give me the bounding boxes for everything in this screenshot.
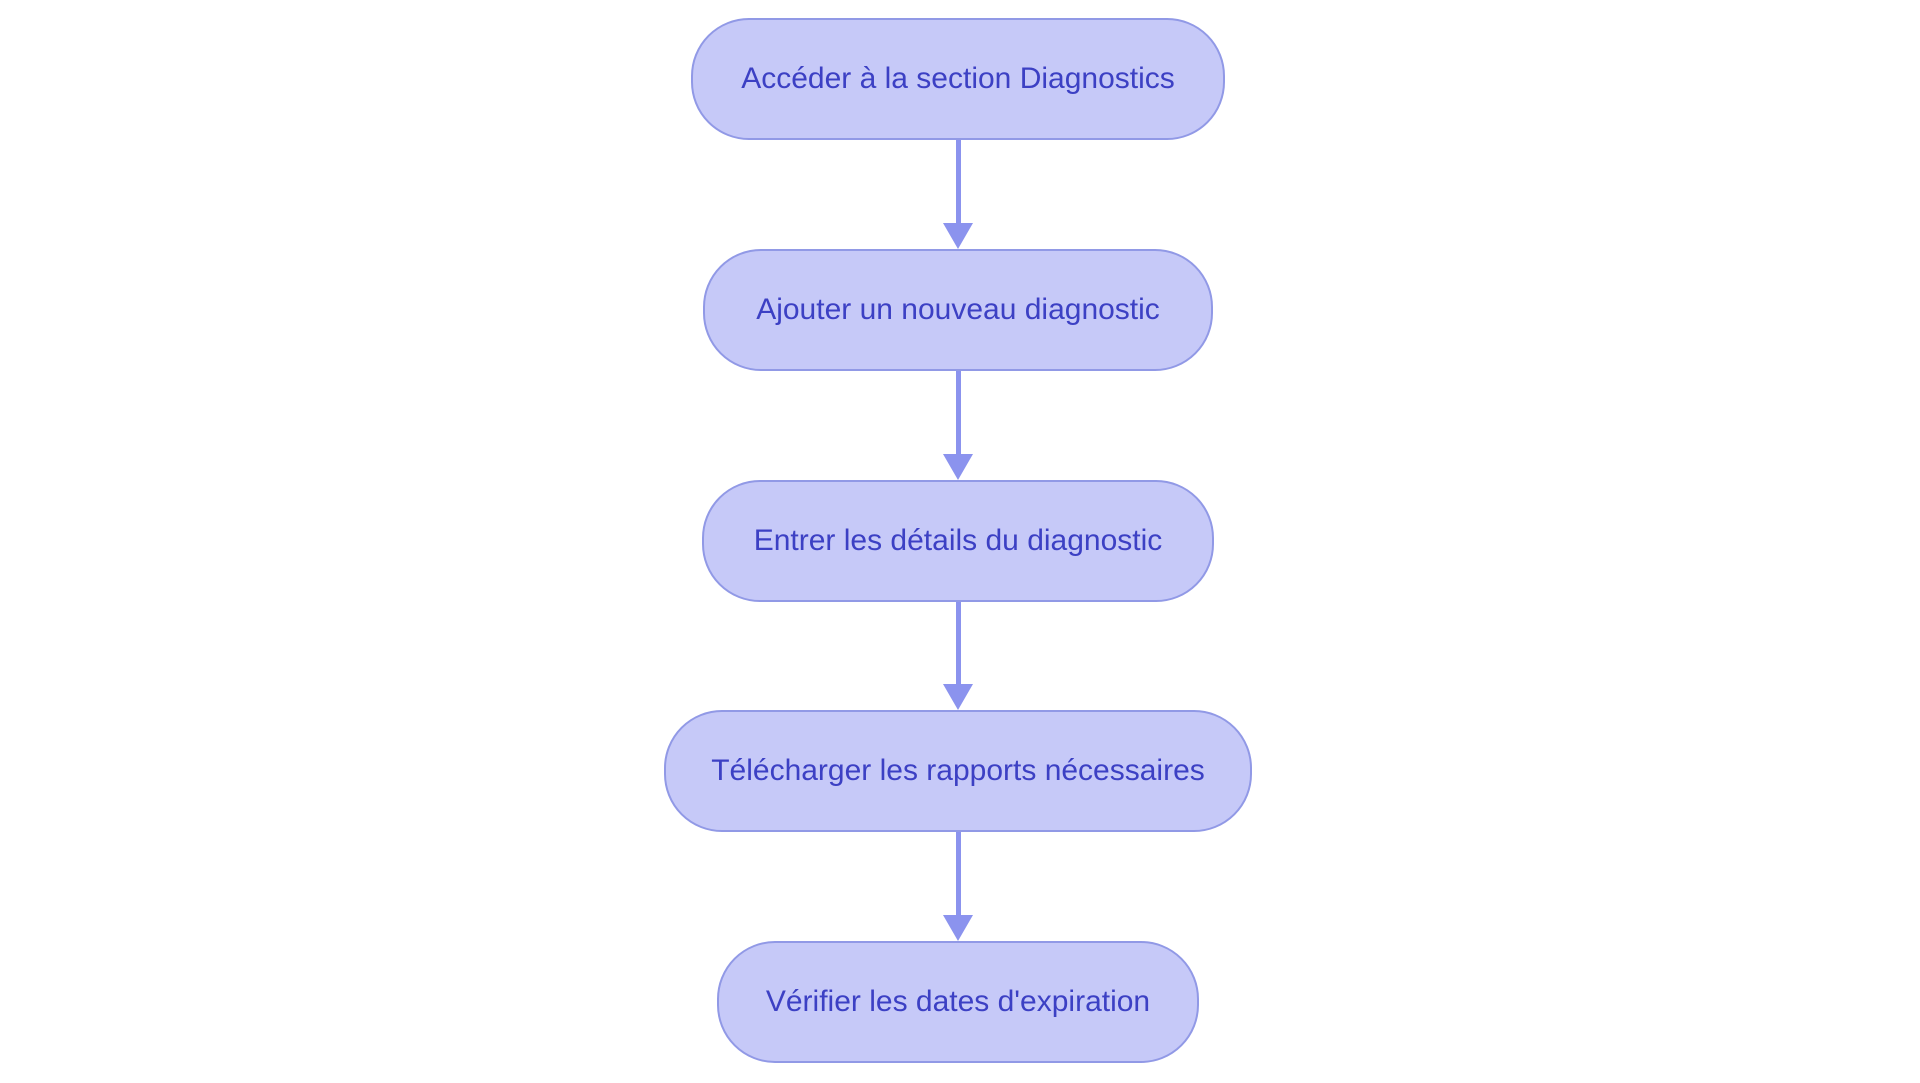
flow-node-label: Vérifier les dates d'expiration [765,985,1151,1018]
flow-edge-step-4-step-5 [943,832,973,941]
flow-node-label: Ajouter un nouveau diagnostic [756,293,1160,326]
edge-line [955,602,961,684]
flow-node-telecharger-rapports: Télécharger les rapports nécessaires [664,710,1252,832]
arrow-down-icon [943,454,973,480]
edge-line [955,832,961,915]
flow-node-entrer-details-diagnostic: Entrer les détails du diagnostic [702,480,1214,602]
flow-node-verifier-dates-expiration: Vérifier les dates d'expiration [717,941,1199,1063]
edge-line [955,371,961,454]
arrow-down-icon [943,223,973,249]
flow-node-ajouter-nouveau-diagnostic: Ajouter un nouveau diagnostic [703,249,1213,371]
flow-edge-step-1-step-2 [943,140,973,249]
flow-node-label: Télécharger les rapports nécessaires [711,754,1205,787]
flow-edge-step-3-step-4 [943,602,973,710]
arrow-down-icon [943,684,973,710]
flow-node-acceder-section-diagnostics: Accéder à la section Diagnostics [691,18,1225,140]
flow-node-label: Accéder à la section Diagnostics [741,62,1175,95]
flow-edge-step-2-step-3 [943,371,973,480]
edge-line [955,140,961,223]
flow-node-label: Entrer les détails du diagnostic [753,524,1163,557]
arrow-down-icon [943,915,973,941]
